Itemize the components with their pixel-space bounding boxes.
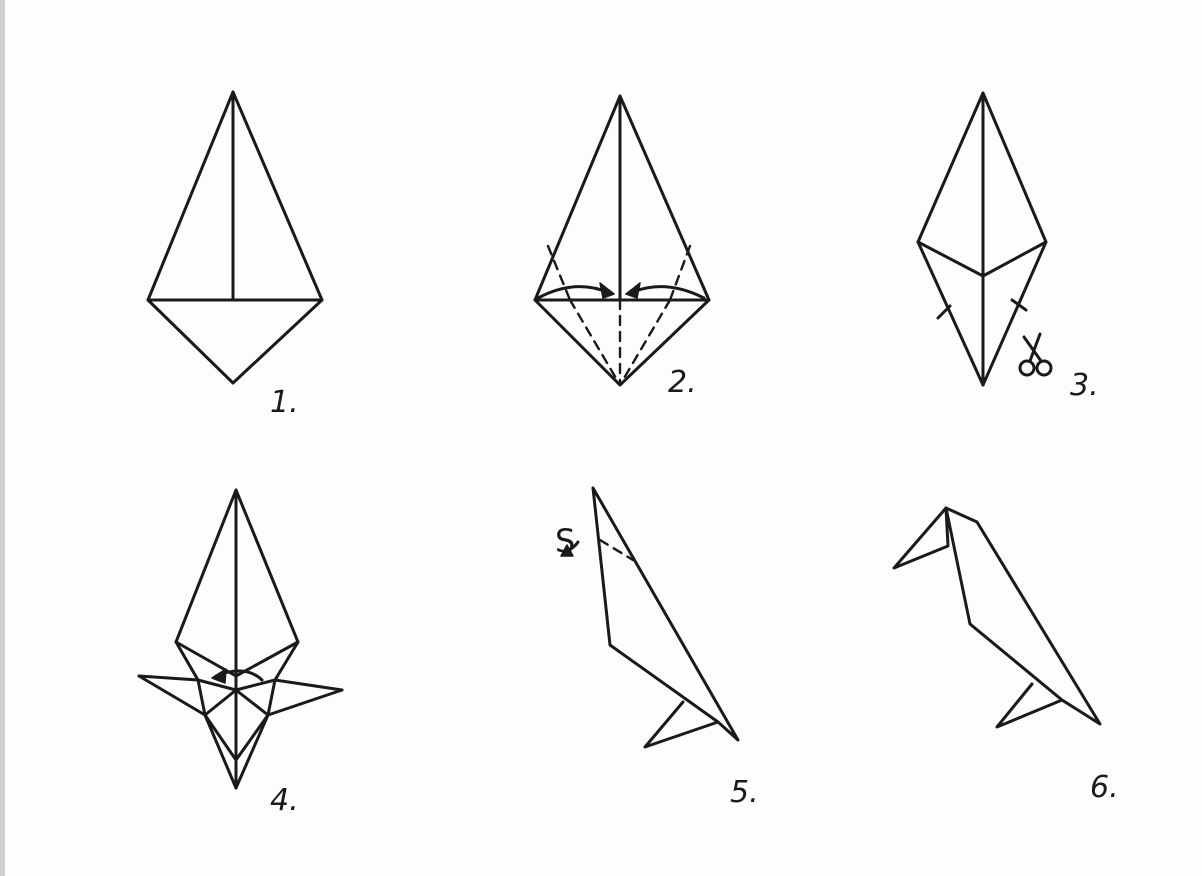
step-2-left-arrow: [538, 287, 610, 298]
scissors-icon: [1020, 334, 1051, 375]
step-4-wing-tops: [139, 676, 342, 715]
step-3-label: 3.: [1070, 368, 1099, 403]
step-1-outline: [148, 92, 322, 383]
step-1-figure: [148, 92, 322, 383]
step-2-figure: [535, 96, 709, 385]
step-2-right-arrow: [630, 287, 704, 298]
step-5-label: 5.: [730, 775, 759, 810]
step-5-leg: [645, 702, 718, 747]
step-1-label: 1.: [270, 385, 299, 420]
step-5-figure: S: [555, 488, 738, 747]
step-6-figure: [894, 508, 1100, 727]
step-4-label: 4.: [270, 783, 299, 818]
step-2-label: 2.: [668, 365, 697, 400]
step-4-arrowhead: [212, 669, 226, 683]
step-4-figure: [139, 490, 342, 788]
step-5-body-outline: [593, 488, 738, 740]
step-6-beak: [894, 508, 948, 568]
step-2-left-arrowhead: [600, 283, 614, 298]
step-2-right-arrowhead: [626, 283, 640, 298]
step-6-label: 6.: [1090, 770, 1119, 805]
step-2-outline: [535, 96, 709, 385]
step-4-wing-bottoms: [139, 676, 342, 690]
step-6-body-outline: [946, 508, 1100, 724]
